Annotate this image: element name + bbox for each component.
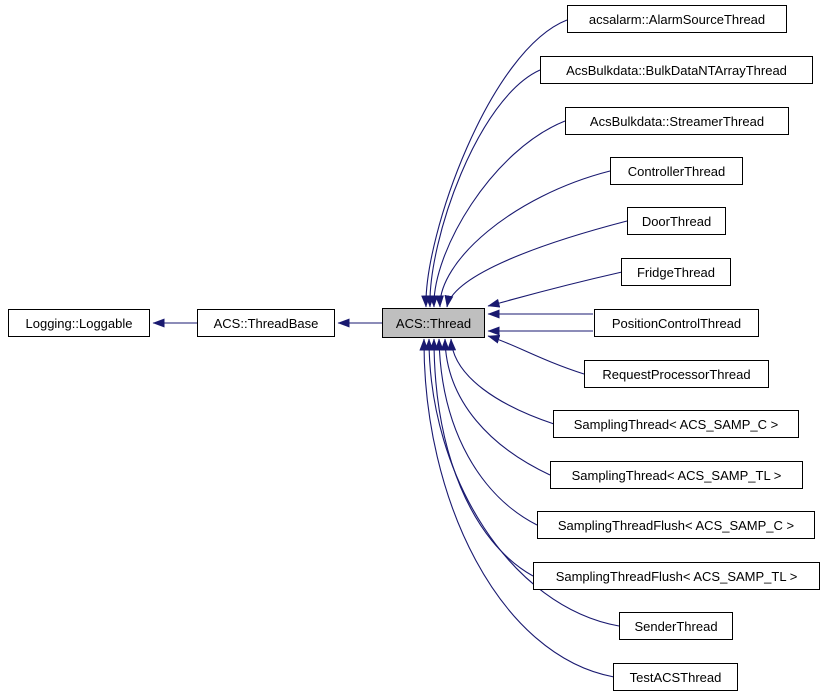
class-node-label: AcsBulkdata::BulkDataNTArrayThread [566, 62, 787, 78]
inheritance-edge [424, 338, 620, 627]
class-node-sampling-thread-flush-acs-samp-c[interactable]: SamplingThreadFlush< ACS_SAMP_C > [537, 511, 815, 539]
class-node-sampling-thread-acs-samp-tl[interactable]: SamplingThread< ACS_SAMP_TL > [550, 461, 803, 489]
class-node-acs-threadbase[interactable]: ACS::ThreadBase [197, 309, 335, 337]
class-node-logging-loggable[interactable]: Logging::Loggable [8, 309, 150, 337]
inheritance-edge [425, 69, 541, 308]
class-node-fridge-thread[interactable]: FridgeThread [621, 258, 731, 286]
class-node-label: FridgeThread [636, 264, 716, 280]
class-node-label: PositionControlThread [611, 315, 742, 331]
class-node-controller-thread[interactable]: ControllerThread [610, 157, 743, 185]
inheritance-edge [419, 338, 615, 678]
class-node-label: Logging::Loggable [25, 315, 133, 331]
class-node-label: acsalarm::AlarmSourceThread [588, 11, 766, 27]
class-node-sampling-thread-acs-samp-c[interactable]: SamplingThread< ACS_SAMP_C > [553, 410, 799, 438]
class-node-sampling-thread-flush-acs-samp-tl[interactable]: SamplingThreadFlush< ACS_SAMP_TL > [533, 562, 820, 590]
inheritance-edge [444, 220, 628, 308]
class-node-label: SamplingThreadFlush< ACS_SAMP_TL > [555, 568, 798, 584]
inheritance-edge [447, 338, 555, 425]
class-node-sender-thread[interactable]: SenderThread [619, 612, 733, 640]
inheritance-edge [429, 338, 534, 577]
inheritance-edge [487, 334, 585, 375]
class-node-test-acs-thread[interactable]: TestACSThread [613, 663, 738, 691]
class-node-request-processor-thread[interactable]: RequestProcessorThread [584, 360, 769, 388]
class-node-streamer-thread[interactable]: AcsBulkdata::StreamerThread [565, 107, 789, 135]
class-node-acs-thread: ACS::Thread [382, 308, 485, 338]
inheritance-edge [434, 338, 538, 526]
class-node-label: SamplingThreadFlush< ACS_SAMP_C > [557, 517, 795, 533]
inheritance-edge [429, 120, 566, 308]
class-node-label: SamplingThread< ACS_SAMP_C > [573, 416, 779, 432]
class-node-position-control-thread[interactable]: PositionControlThread [594, 309, 759, 337]
class-node-door-thread[interactable]: DoorThread [627, 207, 726, 235]
class-node-label: TestACSThread [629, 669, 722, 685]
class-node-label: AcsBulkdata::StreamerThread [589, 113, 765, 129]
class-node-label: SamplingThread< ACS_SAMP_TL > [571, 467, 782, 483]
class-node-label: ControllerThread [627, 163, 726, 179]
class-node-bulkdata-nt-array-thread[interactable]: AcsBulkdata::BulkDataNTArrayThread [540, 56, 813, 84]
inheritance-edge [421, 19, 568, 308]
class-node-alarm-source-thread[interactable]: acsalarm::AlarmSourceThread [567, 5, 787, 33]
class-node-label: ACS::Thread [395, 315, 472, 331]
inheritance-edge [487, 271, 623, 308]
class-node-label: DoorThread [641, 213, 712, 229]
class-node-label: ACS::ThreadBase [213, 315, 319, 331]
inheritance-edge [440, 338, 551, 476]
inheritance-edge [435, 170, 611, 308]
class-node-label: SenderThread [634, 618, 718, 634]
class-node-label: RequestProcessorThread [602, 366, 751, 382]
